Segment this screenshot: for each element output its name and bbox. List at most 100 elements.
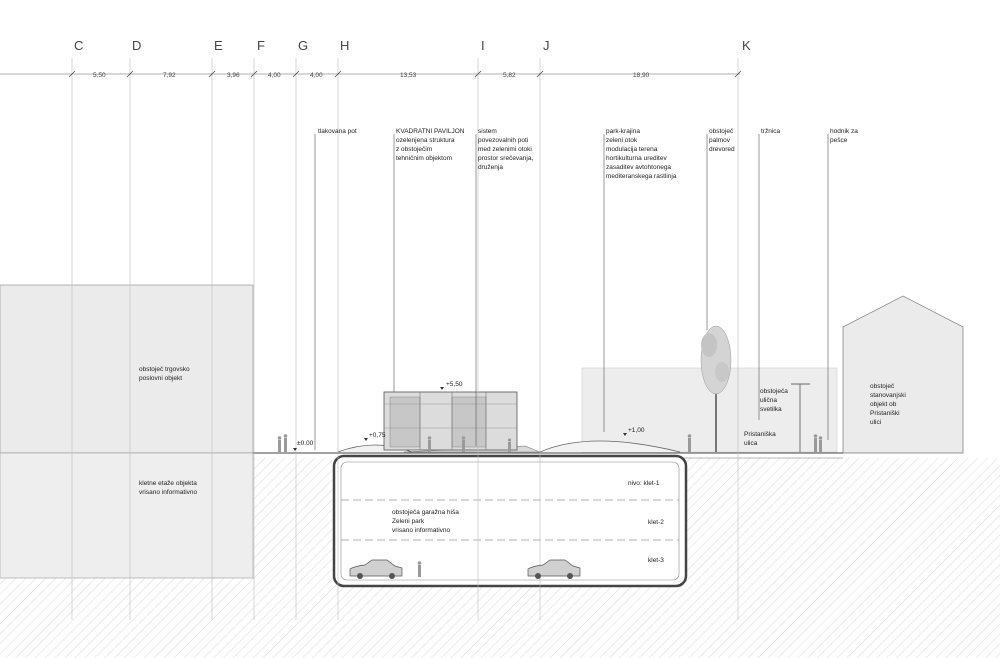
annotation-paviljon: KVADRATNI PAVILJON ozelenjena struktura … bbox=[396, 128, 465, 162]
annotation-ulicna-svetilka: obstoječa ulična svetilka bbox=[760, 388, 788, 413]
svg-text:tehničnim objektom: tehničnim objektom bbox=[396, 155, 452, 162]
svg-text:Pristaniška: Pristaniška bbox=[744, 431, 776, 438]
dim-f-g: 4,00 bbox=[268, 72, 281, 79]
svg-text:obstoječa garažna hiša: obstoječa garažna hiša bbox=[392, 509, 459, 516]
level-klet-3: klet-3 bbox=[648, 557, 664, 564]
axis-letters: C D E F G H I J K bbox=[74, 38, 751, 53]
commercial-basement bbox=[0, 452, 254, 579]
level-zero: ±0.00 bbox=[293, 440, 314, 451]
dim-tick-1 bbox=[126, 70, 134, 78]
axis-letter-e: E bbox=[214, 38, 223, 53]
svg-text:povezovalnih poti: povezovalnih poti bbox=[478, 137, 528, 144]
annotation-hodnik: hodnik za pešce bbox=[830, 128, 858, 144]
axis-letter-k: K bbox=[742, 38, 751, 53]
axis-letter-g: G bbox=[298, 38, 308, 53]
dim-tick-0 bbox=[68, 70, 76, 78]
person-garage bbox=[417, 561, 422, 577]
axis-letter-f: F bbox=[257, 38, 265, 53]
svg-text:pešce: pešce bbox=[830, 137, 848, 144]
dimension-values: 5,50 7,92 3,96 4,00 4,00 13,53 5,82 18,9… bbox=[93, 72, 650, 79]
annotation-trgovski-objekt: obstoječ trgovsko poslovni objekt bbox=[139, 366, 190, 382]
dim-tick-3 bbox=[250, 70, 258, 78]
svg-text:druženja: druženja bbox=[478, 164, 503, 171]
annotation-stanovanjski-objekt: obstoječ stanovanjski objekt ob Pristani… bbox=[870, 383, 906, 426]
svg-text:+1,00: +1,00 bbox=[628, 427, 645, 434]
svg-text:mediteranskega rastlinja: mediteranskega rastlinja bbox=[606, 173, 677, 180]
svg-text:+0,75: +0,75 bbox=[369, 432, 386, 439]
axis-letter-h: H bbox=[340, 38, 349, 53]
annotation-park: park-krajina zeleni otok modulacija tere… bbox=[606, 128, 677, 180]
svg-text:tlakovana pot: tlakovana pot bbox=[318, 128, 357, 135]
axis-grid-lines bbox=[71, 58, 739, 620]
people-street bbox=[687, 434, 823, 452]
svg-text:obstoječ: obstoječ bbox=[709, 128, 734, 135]
annotation-pristaniska-ulica: Pristaniška ulica bbox=[744, 431, 776, 447]
annotation-trznica: tržnica bbox=[761, 128, 781, 135]
annotation-kletne-etaze: kletne etaže objekta vrisano informativn… bbox=[139, 480, 198, 496]
svg-text:±0.00: ±0.00 bbox=[297, 440, 314, 447]
svg-text:obstoječ: obstoječ bbox=[870, 383, 895, 390]
svg-text:zeleni otok: zeleni otok bbox=[606, 137, 638, 144]
axis-letter-i: I bbox=[481, 38, 485, 53]
annotation-garazna-hisa: obstoječa garažna hiša Zeleni park vrisa… bbox=[392, 509, 459, 534]
dim-tick-2 bbox=[208, 70, 216, 78]
svg-text:palmov: palmov bbox=[709, 137, 731, 144]
annotation-tlakovana-pot: tlakovana pot bbox=[318, 128, 357, 135]
svg-text:z obstoječim: z obstoječim bbox=[396, 146, 432, 153]
svg-text:zasaditev avtohtonega: zasaditev avtohtonega bbox=[606, 164, 671, 171]
car-left bbox=[349, 559, 403, 579]
commercial-building bbox=[0, 284, 254, 454]
svg-text:med zelenimi otoki: med zelenimi otoki bbox=[478, 146, 532, 153]
svg-text:hortikulturna ureditev: hortikulturna ureditev bbox=[606, 155, 667, 162]
annotation-leaders bbox=[314, 134, 829, 450]
mound-right bbox=[539, 440, 681, 453]
svg-text:KVADRATNI PAVILJON: KVADRATNI PAVILJON bbox=[396, 128, 465, 135]
car-right bbox=[527, 559, 581, 579]
svg-text:ulica: ulica bbox=[744, 440, 758, 447]
svg-text:tržnica: tržnica bbox=[761, 128, 781, 135]
dim-tick-4 bbox=[292, 70, 300, 78]
dim-tick-5 bbox=[334, 70, 342, 78]
axis-letter-j: J bbox=[543, 38, 550, 53]
svg-text:sistem: sistem bbox=[478, 128, 497, 135]
dimension-ticks bbox=[68, 70, 742, 78]
palm-tree bbox=[700, 325, 732, 452]
level-mound: +0,75 bbox=[364, 432, 386, 441]
level-pavilion-top: +5,50 bbox=[440, 381, 463, 390]
axis-letter-d: D bbox=[132, 38, 141, 53]
svg-text:modulacija terena: modulacija terena bbox=[606, 146, 658, 153]
people-left bbox=[277, 434, 288, 452]
level-park: +1,00 bbox=[623, 427, 645, 436]
dim-i-j: 5,82 bbox=[503, 72, 516, 79]
svg-text:+5,50: +5,50 bbox=[446, 381, 463, 388]
dim-j-k: 18,90 bbox=[633, 72, 650, 79]
svg-text:objekt ob: objekt ob bbox=[870, 401, 897, 408]
svg-text:Zeleni park: Zeleni park bbox=[392, 518, 425, 525]
dim-tick-6 bbox=[474, 70, 482, 78]
garage-inner bbox=[340, 461, 680, 581]
dim-g-h: 4,00 bbox=[310, 72, 323, 79]
dim-h-i: 13,53 bbox=[400, 72, 417, 79]
svg-text:ulici: ulici bbox=[870, 419, 881, 426]
pavilion bbox=[383, 391, 518, 451]
svg-text:kletne etaže objekta: kletne etaže objekta bbox=[139, 480, 197, 487]
residential-building bbox=[842, 295, 964, 454]
dim-e-f: 3,96 bbox=[227, 72, 240, 79]
svg-text:stanovanjski: stanovanjski bbox=[870, 392, 906, 399]
svg-text:park-krajina: park-krajina bbox=[606, 128, 640, 135]
svg-text:vrisano informativno: vrisano informativno bbox=[392, 527, 451, 534]
svg-text:poslovni objekt: poslovni objekt bbox=[139, 375, 182, 382]
annotation-palmov-drevored: obstoječ palmov drevored bbox=[709, 128, 735, 153]
svg-text:drevored: drevored bbox=[709, 146, 735, 153]
level-klet-2: klet-2 bbox=[648, 519, 664, 526]
street-lamp bbox=[791, 383, 810, 452]
dim-tick-8 bbox=[734, 70, 742, 78]
svg-text:vrisano informativno: vrisano informativno bbox=[139, 489, 198, 496]
people-pavilion bbox=[427, 436, 512, 452]
svg-text:hodnik za: hodnik za bbox=[830, 128, 858, 135]
svg-text:ulična: ulična bbox=[760, 397, 777, 404]
dim-d-e: 7,92 bbox=[163, 72, 176, 79]
svg-text:Pristaniški: Pristaniški bbox=[870, 410, 900, 417]
svg-text:obstoječ trgovsko: obstoječ trgovsko bbox=[139, 366, 190, 373]
